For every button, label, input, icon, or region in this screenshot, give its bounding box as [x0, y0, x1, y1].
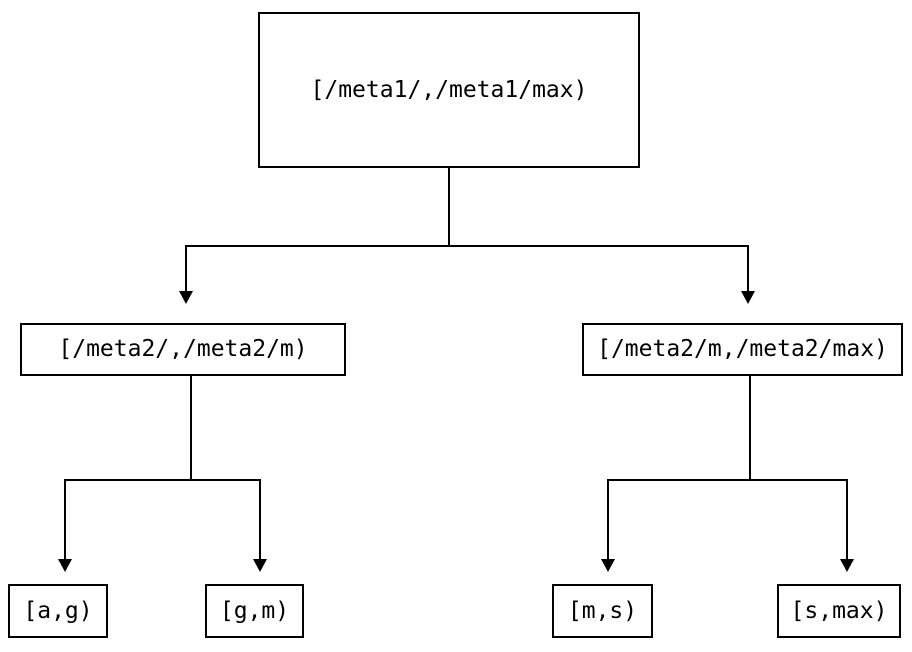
edge-mid-right-to-leaf3-drop — [607, 479, 609, 561]
arrowhead-mid-left-to-leaf2-icon — [253, 559, 267, 572]
node-leaf-m-s-label: [m,s) — [567, 597, 638, 624]
node-mid-right-label: [/meta2/m,/meta2/max) — [597, 336, 888, 362]
edge-mid-left-crossbar — [64, 479, 261, 481]
node-leaf-g-m-label: [g,m) — [219, 597, 290, 624]
node-leaf-s-max[interactable]: [s,max) — [777, 584, 901, 638]
arrowhead-root-to-mid-right-icon — [741, 291, 755, 304]
node-leaf-s-max-label: [s,max) — [790, 597, 888, 624]
node-mid-left-label: [/meta2/,/meta2/m) — [58, 336, 308, 362]
arrowhead-mid-right-to-leaf4-icon — [840, 559, 854, 572]
node-leaf-a-g[interactable]: [a,g) — [8, 584, 108, 638]
arrowhead-mid-right-to-leaf3-icon — [601, 559, 615, 572]
arrowhead-root-to-mid-left-icon — [179, 291, 193, 304]
node-leaf-g-m[interactable]: [g,m) — [205, 584, 304, 638]
node-mid-left[interactable]: [/meta2/,/meta2/m) — [20, 323, 346, 376]
arrowhead-mid-left-to-leaf1-icon — [58, 559, 72, 572]
edge-mid-right-crossbar — [607, 479, 848, 481]
edge-mid-right-to-leaf4-drop — [846, 479, 848, 561]
node-leaf-a-g-label: [a,g) — [23, 597, 93, 624]
node-root-label: [/meta1/,/meta1/max) — [310, 76, 588, 103]
edge-mid-left-to-leaf2-drop — [259, 479, 261, 561]
edge-root-to-mid-right-drop — [747, 245, 749, 293]
edge-root-to-mid-left-drop — [185, 245, 187, 293]
node-mid-right[interactable]: [/meta2/m,/meta2/max) — [582, 323, 903, 376]
edge-root-crossbar — [185, 245, 749, 247]
edge-root-stem — [448, 168, 450, 247]
edge-mid-left-stem — [190, 376, 192, 480]
edge-mid-right-stem — [749, 376, 751, 480]
node-leaf-m-s[interactable]: [m,s) — [552, 584, 653, 638]
node-root[interactable]: [/meta1/,/meta1/max) — [258, 12, 640, 168]
edge-mid-left-to-leaf1-drop — [64, 479, 66, 561]
